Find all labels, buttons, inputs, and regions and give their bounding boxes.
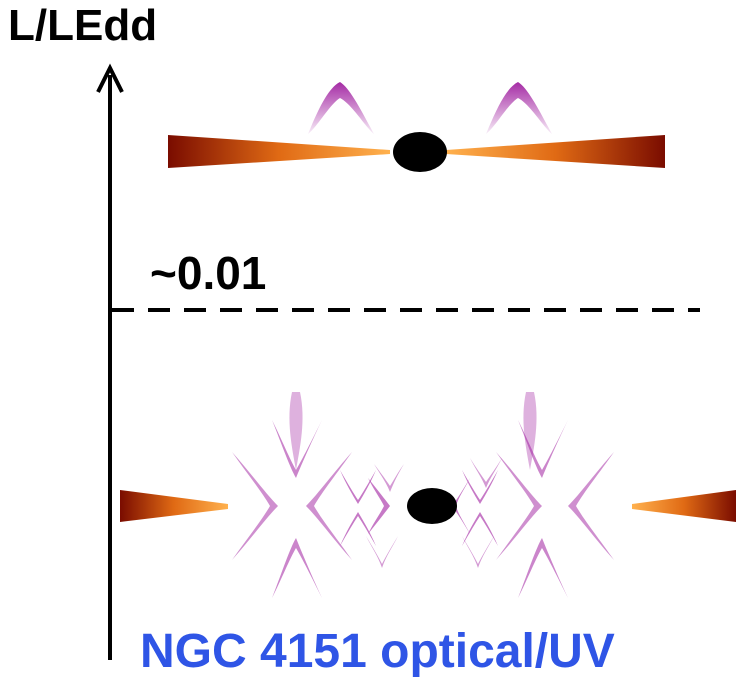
thin-disk-left [168, 135, 390, 168]
axis-title: L/LEdd [8, 1, 158, 50]
bottom-caption: NGC 4151 optical/UV [140, 625, 615, 678]
outflow-arc-left [308, 82, 374, 134]
truncated-disk-left [120, 490, 228, 522]
thin-disk-right [446, 135, 665, 168]
threshold-label: ~0.01 [150, 247, 267, 299]
diagram-canvas: L/LEdd ~0.01 NGC 4151 optical/UV [8, 1, 736, 676]
truncated-disk-right [632, 490, 736, 522]
black-hole-top [393, 132, 447, 172]
hot-flow-region [232, 392, 614, 598]
outflow-arc-right [486, 82, 552, 134]
high-state-illustration [168, 82, 665, 172]
accretion-state-diagram [96, 63, 736, 660]
black-hole-bottom [407, 488, 457, 524]
low-state-illustration [120, 392, 736, 598]
axis-arrow-icon [96, 63, 124, 93]
